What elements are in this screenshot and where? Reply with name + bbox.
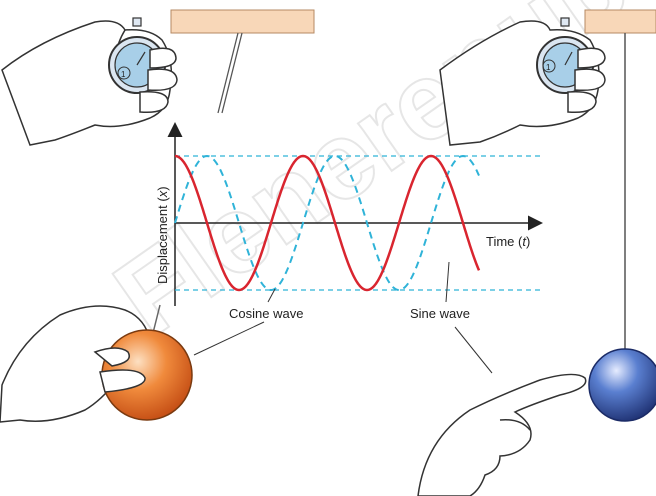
ceiling-right bbox=[585, 10, 656, 33]
sine-leader bbox=[446, 262, 449, 302]
sine-wave-label: Sine wave bbox=[410, 306, 470, 321]
right-pointing-hand bbox=[418, 374, 586, 496]
x-axis-label: Time (t) bbox=[486, 234, 530, 249]
y-axis-label: Displacement (x) bbox=[155, 186, 170, 284]
ceiling-left bbox=[171, 10, 314, 33]
stopwatch-digit: 1 bbox=[121, 70, 126, 79]
blue-pendulum-ball bbox=[589, 349, 656, 421]
left-pendulum-string bbox=[218, 33, 242, 113]
finger-connector bbox=[455, 327, 492, 373]
stopwatch-digit: 1 bbox=[546, 63, 551, 72]
cosine-wave-label: Cosine wave bbox=[229, 306, 303, 321]
